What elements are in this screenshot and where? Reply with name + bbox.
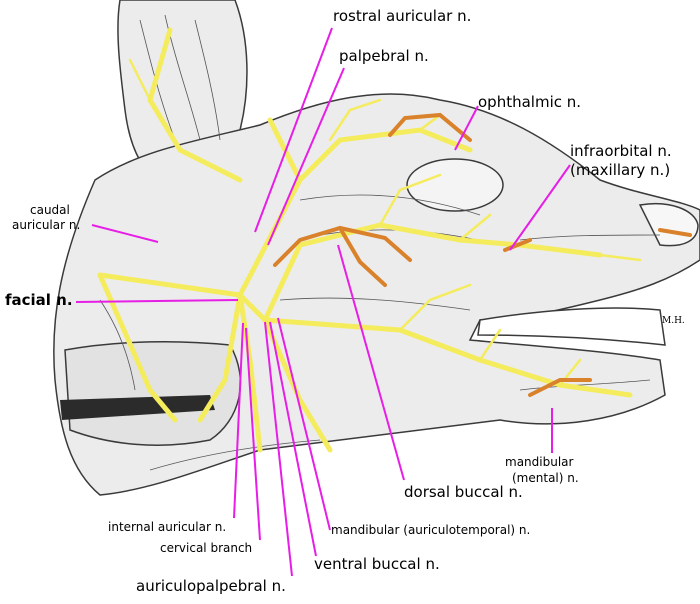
- label-caudal-auricular-line1: caudal: [30, 203, 70, 217]
- trigeminal-nerve-branches: [273, 112, 692, 397]
- leader-cervical-branch: [245, 327, 261, 541]
- label-infraorbital-nerve: infraorbital n.: [570, 142, 672, 160]
- leader-auriculopalpebral: [264, 321, 293, 577]
- leader-facial: [75, 299, 239, 303]
- label-cervical-branch: cervical branch: [160, 541, 253, 555]
- label-palpebral-nerve: palpebral n.: [339, 47, 429, 65]
- label-facial-nerve: facial n.: [5, 291, 73, 309]
- label-caudal-auricular-line2: auricular n.: [12, 218, 81, 232]
- leader-ophthalmic: [454, 105, 479, 151]
- leader-ventral-buccal: [269, 321, 317, 557]
- label-maxillary-nerve: (maxillary n.): [570, 161, 671, 179]
- label-ophthalmic-nerve: ophthalmic n.: [478, 93, 582, 111]
- leader-mandibular-auriculotemporal: [277, 317, 331, 531]
- label-auriculopalpebral-nerve: auriculopalpebral n.: [136, 577, 286, 595]
- artist-signature: M.H.: [662, 316, 685, 326]
- leader-rostral-auricular: [254, 27, 333, 233]
- leader-caudal-auricular: [91, 224, 159, 243]
- leader-internal-auricular: [233, 322, 244, 519]
- leader-infraorbital: [509, 164, 571, 251]
- label-mandibular-mental-line2: (mental) n.: [512, 471, 579, 485]
- leader-palpebral: [267, 67, 345, 246]
- label-internal-auricular-nerve: internal auricular n.: [108, 520, 227, 534]
- leader-dorsal-buccal: [337, 244, 405, 481]
- label-dorsal-buccal-nerve: dorsal buccal n.: [404, 483, 523, 501]
- label-mandibular-auriculotemporal-nerve: mandibular (auriculotemporal) n.: [331, 523, 531, 537]
- label-mandibular-mental-line1: mandibular: [505, 455, 574, 469]
- label-rostral-auricular-nerve: rostral auricular n.: [333, 7, 472, 25]
- label-ventral-buccal-nerve: ventral buccal n.: [314, 555, 440, 573]
